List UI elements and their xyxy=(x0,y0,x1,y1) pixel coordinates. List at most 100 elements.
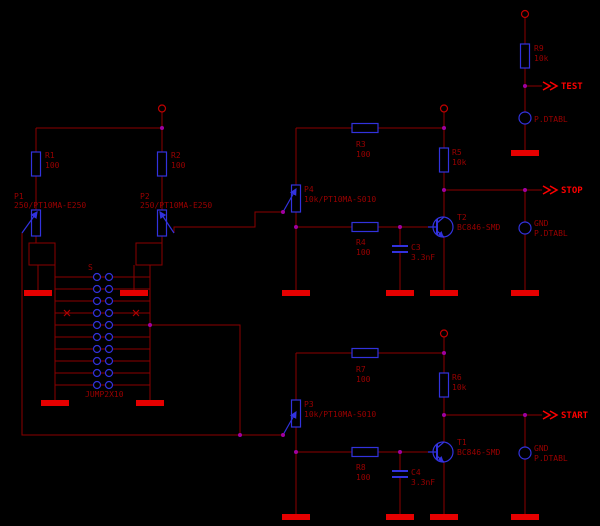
value-label: 100 xyxy=(356,150,371,159)
junction-dot xyxy=(442,188,446,192)
value-label: 10k/PT10MA-S010 xyxy=(304,195,376,204)
cut-mark-icon xyxy=(63,309,71,317)
ground-icon xyxy=(136,400,164,406)
value-label: 100 xyxy=(171,161,186,170)
ref-designator: R5 xyxy=(452,148,462,157)
ref-designator: R6 xyxy=(452,373,462,382)
supply-pin[interactable] xyxy=(520,9,530,19)
value-label: BC846-SMD xyxy=(457,223,501,232)
value-label: P.DTABL xyxy=(534,454,568,463)
wires-left-section xyxy=(21,112,283,436)
junction-dot xyxy=(294,450,298,454)
junction-dot xyxy=(398,225,402,229)
capacitor-C3[interactable]: C3 3.3nF xyxy=(392,243,435,262)
resistor-R6[interactable]: R6 10k xyxy=(438,372,467,398)
ref-designator: R3 xyxy=(356,140,366,149)
ground-icon xyxy=(282,514,310,520)
transistor-T1[interactable]: T1 BC846-SMD xyxy=(428,438,501,463)
transistor-T2[interactable]: T2 BC846-SMD xyxy=(428,213,501,238)
pin-socket xyxy=(518,446,532,460)
output-flag-test[interactable]: TEST xyxy=(542,81,583,92)
supply-pin[interactable] xyxy=(157,104,167,113)
value-label: 100 xyxy=(45,161,60,170)
junction-dot xyxy=(523,84,527,88)
pin-socket xyxy=(518,111,532,125)
output-flag-start[interactable]: START xyxy=(542,410,589,421)
resistor-body xyxy=(438,147,450,173)
junction-dot xyxy=(294,225,298,229)
value-label: 250/PT10MA-E250 xyxy=(140,201,212,210)
value-label: JUMP2X10 xyxy=(85,390,124,399)
ground-symbols xyxy=(24,150,539,520)
ground-icon xyxy=(430,514,458,520)
wiper-arrow xyxy=(159,211,175,234)
junction-dots xyxy=(148,84,527,454)
resistor-R3[interactable]: R3 100 xyxy=(351,122,379,160)
ground-icon xyxy=(120,290,148,296)
junction-dot xyxy=(160,126,164,130)
potentiometer-body xyxy=(290,184,302,213)
output-flag-stop[interactable]: STOP xyxy=(542,185,583,196)
net-label: STOP xyxy=(561,186,583,196)
connector-pin-stop[interactable]: GND P.DTABL xyxy=(518,219,568,238)
value-label: 10k xyxy=(534,54,549,63)
wiper-arrow xyxy=(282,187,297,213)
value-label: 3.3nF xyxy=(411,478,435,487)
cut-mark-icon xyxy=(132,309,140,317)
value-label: BC846-SMD xyxy=(457,448,501,457)
jumper-block-S[interactable]: S JUMP2X10 xyxy=(63,263,140,399)
junction-dot xyxy=(238,433,242,437)
resistor-body xyxy=(519,43,531,69)
value-label: 100 xyxy=(356,473,371,482)
potentiometer-P2[interactable]: P2 250/PT10MA-E250 xyxy=(140,192,212,237)
potentiometer-P1[interactable]: P1 250/PT10MA-E250 xyxy=(14,192,86,237)
connector-pin-test[interactable]: P.DTABL xyxy=(518,111,568,125)
jumper-pins xyxy=(92,272,114,390)
value-label: 10k/PT10MA-S010 xyxy=(304,410,376,419)
arrow-icon xyxy=(542,410,559,420)
capacitor-C4[interactable]: C4 3.3nF xyxy=(392,468,435,487)
emitter-arrow xyxy=(438,231,444,238)
supply-pin[interactable] xyxy=(439,329,449,338)
ref-designator: T1 xyxy=(457,438,467,447)
value-label: 250/PT10MA-E250 xyxy=(14,201,86,210)
resistor-R5[interactable]: R5 10k xyxy=(438,147,467,173)
capacitor-plates xyxy=(392,470,408,478)
resistor-body xyxy=(351,122,379,134)
resistor-R2[interactable]: R2 100 xyxy=(156,151,186,177)
ref-designator: C4 xyxy=(411,468,421,477)
net-label: START xyxy=(561,411,589,421)
resistor-R1[interactable]: R1 100 xyxy=(30,151,60,177)
connector-pin-start[interactable]: GND P.DTABL xyxy=(518,444,568,463)
potentiometer-body xyxy=(156,209,168,237)
ref-designator: S xyxy=(88,263,93,272)
wire xyxy=(295,337,542,514)
ground-icon xyxy=(41,400,69,406)
potentiometer-body xyxy=(290,399,302,428)
ground-icon xyxy=(282,290,310,296)
junction-dot xyxy=(442,126,446,130)
wiper-arrow xyxy=(282,410,297,436)
potentiometer-P4[interactable]: P4 10k/PT10MA-S010 xyxy=(282,184,376,213)
junction-dot xyxy=(523,413,527,417)
resistor-body xyxy=(156,151,168,177)
resistor-R8[interactable]: R8 100 xyxy=(351,446,379,483)
ground-icon xyxy=(511,514,539,520)
arrow-icon xyxy=(542,81,559,91)
wiper-arrow xyxy=(21,211,38,234)
resistor-R9[interactable]: R9 10k xyxy=(519,43,549,69)
junction-dot xyxy=(281,433,285,437)
ref-designator: R2 xyxy=(171,151,181,160)
resistor-body xyxy=(351,446,379,458)
junction-dot xyxy=(398,450,402,454)
resistor-R4[interactable]: R4 100 xyxy=(351,221,379,258)
supply-pin[interactable] xyxy=(439,104,449,113)
value-label: 100 xyxy=(356,248,371,257)
arrow-icon xyxy=(542,185,559,195)
emitter-arrow xyxy=(438,456,444,463)
potentiometer-P3[interactable]: P3 10k/PT10MA-S010 xyxy=(282,399,376,436)
resistor-R7[interactable]: R7 100 xyxy=(351,347,379,385)
ref-designator: GND xyxy=(534,444,549,453)
